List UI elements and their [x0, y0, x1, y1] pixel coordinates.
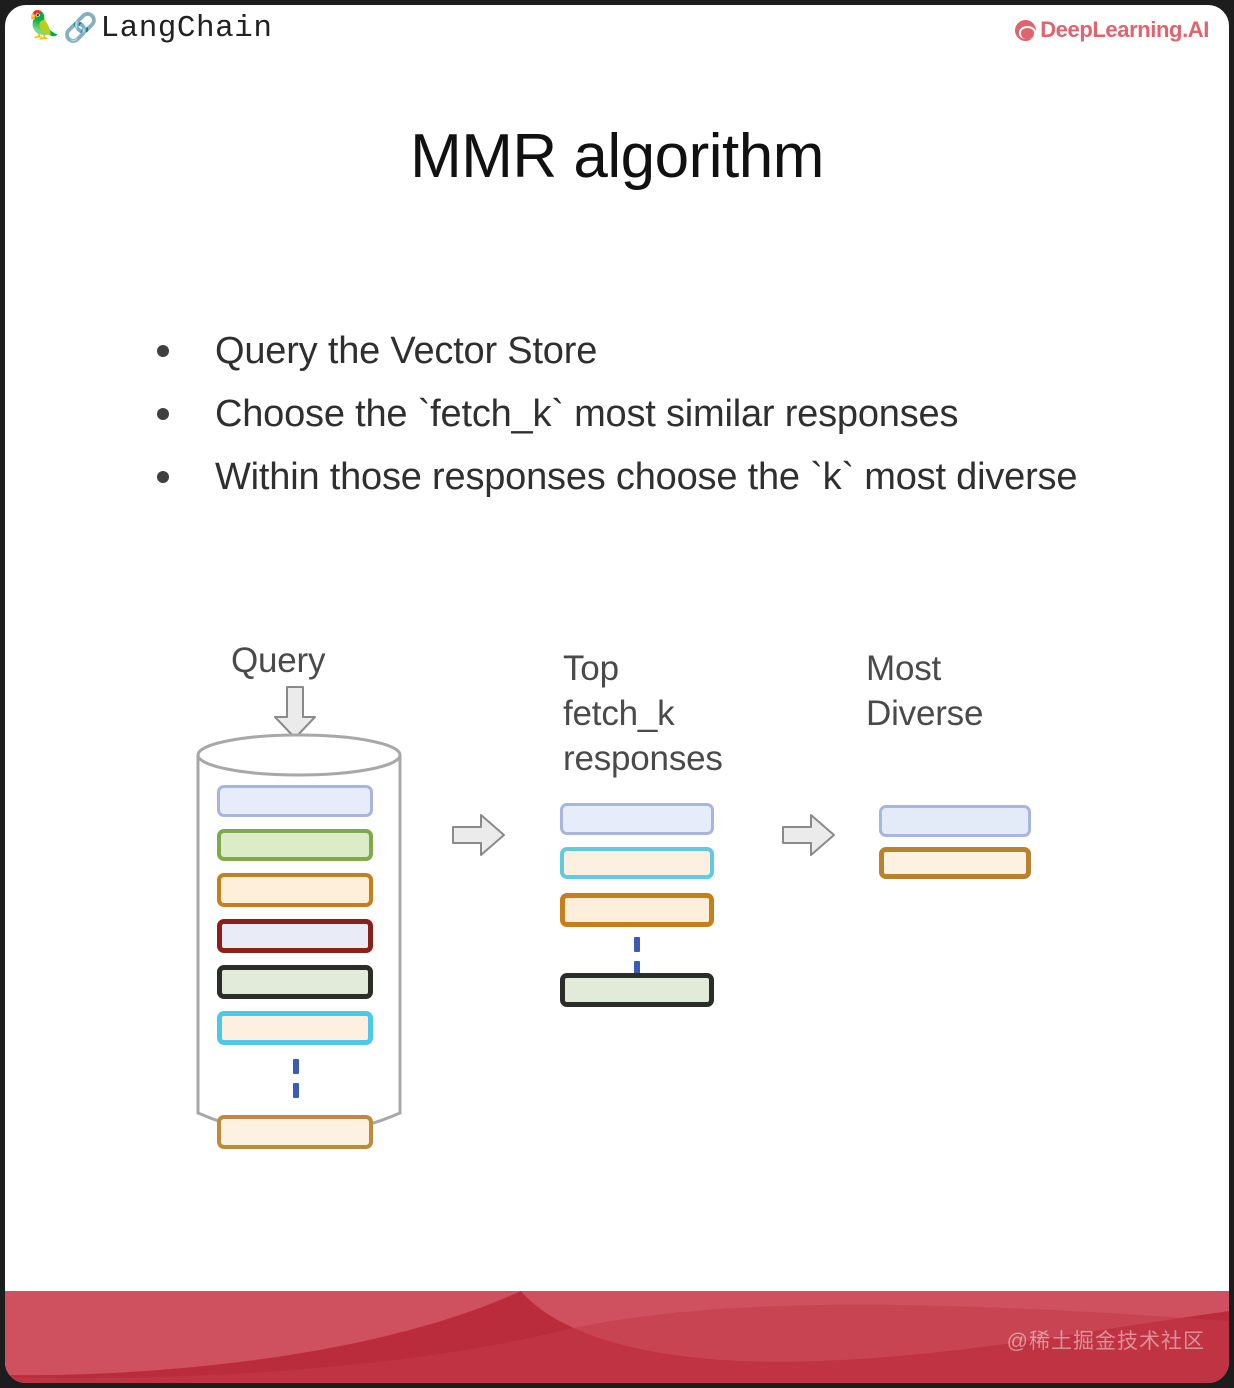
separator-dash — [293, 1059, 299, 1074]
chain-link-icon: 🔗 — [63, 15, 99, 46]
vector-store-bar-black — [217, 965, 373, 999]
bullet-text: Choose the `fetch_k` most similar respon… — [215, 393, 959, 436]
bullet-dot-icon — [157, 408, 169, 421]
most-diverse-bar-blue — [879, 805, 1031, 837]
column-label-most-diverse: Most Diverse — [866, 649, 984, 733]
separator-dash — [293, 1083, 299, 1098]
fetch-k-bar-blue — [560, 803, 714, 835]
langchain-wordmark: LangChain — [100, 11, 273, 46]
slide-footer: @稀土掘金技术社区 — [5, 1291, 1229, 1383]
vector-store-bar-blue — [217, 785, 373, 817]
vector-store-bar-cyan — [217, 1011, 373, 1045]
parrot-icon: 🦜 — [27, 13, 62, 43]
vector-store-bar-orange — [217, 873, 373, 907]
vector-store-bar-darkred — [217, 919, 373, 953]
langchain-logo: 🦜 🔗 LangChain — [27, 11, 272, 46]
vector-store-ellipsis-separator — [293, 1059, 299, 1107]
page-title: MMR algorithm — [410, 122, 824, 191]
vector-store-bar-tan — [217, 1115, 373, 1149]
fetch-k-bar-orange — [560, 893, 714, 927]
fetch-k-ellipsis-separator — [634, 937, 640, 985]
separator-dash — [634, 937, 640, 952]
list-item: Query the Vector Store — [157, 325, 1097, 377]
slide-header: 🦜 🔗 LangChain DeepLearning.AI — [5, 5, 1229, 63]
fetch-k-bar-black — [560, 973, 714, 1007]
deeplearning-wordmark: DeepLearning.AI — [1040, 17, 1209, 42]
bullet-dot-icon — [157, 471, 169, 484]
deeplearning-ai-logo: DeepLearning.AI — [1015, 17, 1209, 43]
flow-arrow-1-icon — [452, 814, 505, 856]
column-label-fetch-k: Top fetch_k responses — [563, 649, 723, 778]
query-down-arrow-icon — [274, 686, 316, 739]
vector-store-bar-green — [217, 829, 373, 861]
vector-store-cylinder — [193, 733, 405, 1153]
watermark-text: @稀土掘金技术社区 — [1006, 1330, 1205, 1353]
separator-dash — [634, 961, 640, 976]
column-label-query: Query — [231, 641, 326, 680]
bullet-dot-icon — [157, 345, 169, 357]
fetch-k-bar-cyan — [560, 847, 714, 879]
list-item: Within those responses choose the `k` mo… — [157, 451, 1097, 503]
bullet-text: Within those responses choose the `k` mo… — [215, 456, 1078, 499]
mmr-diagram: Query Top fetch_k responses Most Diverse — [5, 633, 1229, 1193]
list-item: Choose the `fetch_k` most similar respon… — [157, 388, 1097, 440]
most-diverse-bar-orange — [879, 847, 1031, 879]
bullet-text: Query the Vector Store — [215, 330, 598, 372]
deeplearning-mark-icon — [1015, 19, 1037, 41]
flow-arrow-2-icon — [782, 814, 835, 856]
bullet-list: Query the Vector Store Choose the `fetch… — [157, 325, 1097, 514]
footer-wave-graphic — [5, 1291, 1229, 1383]
